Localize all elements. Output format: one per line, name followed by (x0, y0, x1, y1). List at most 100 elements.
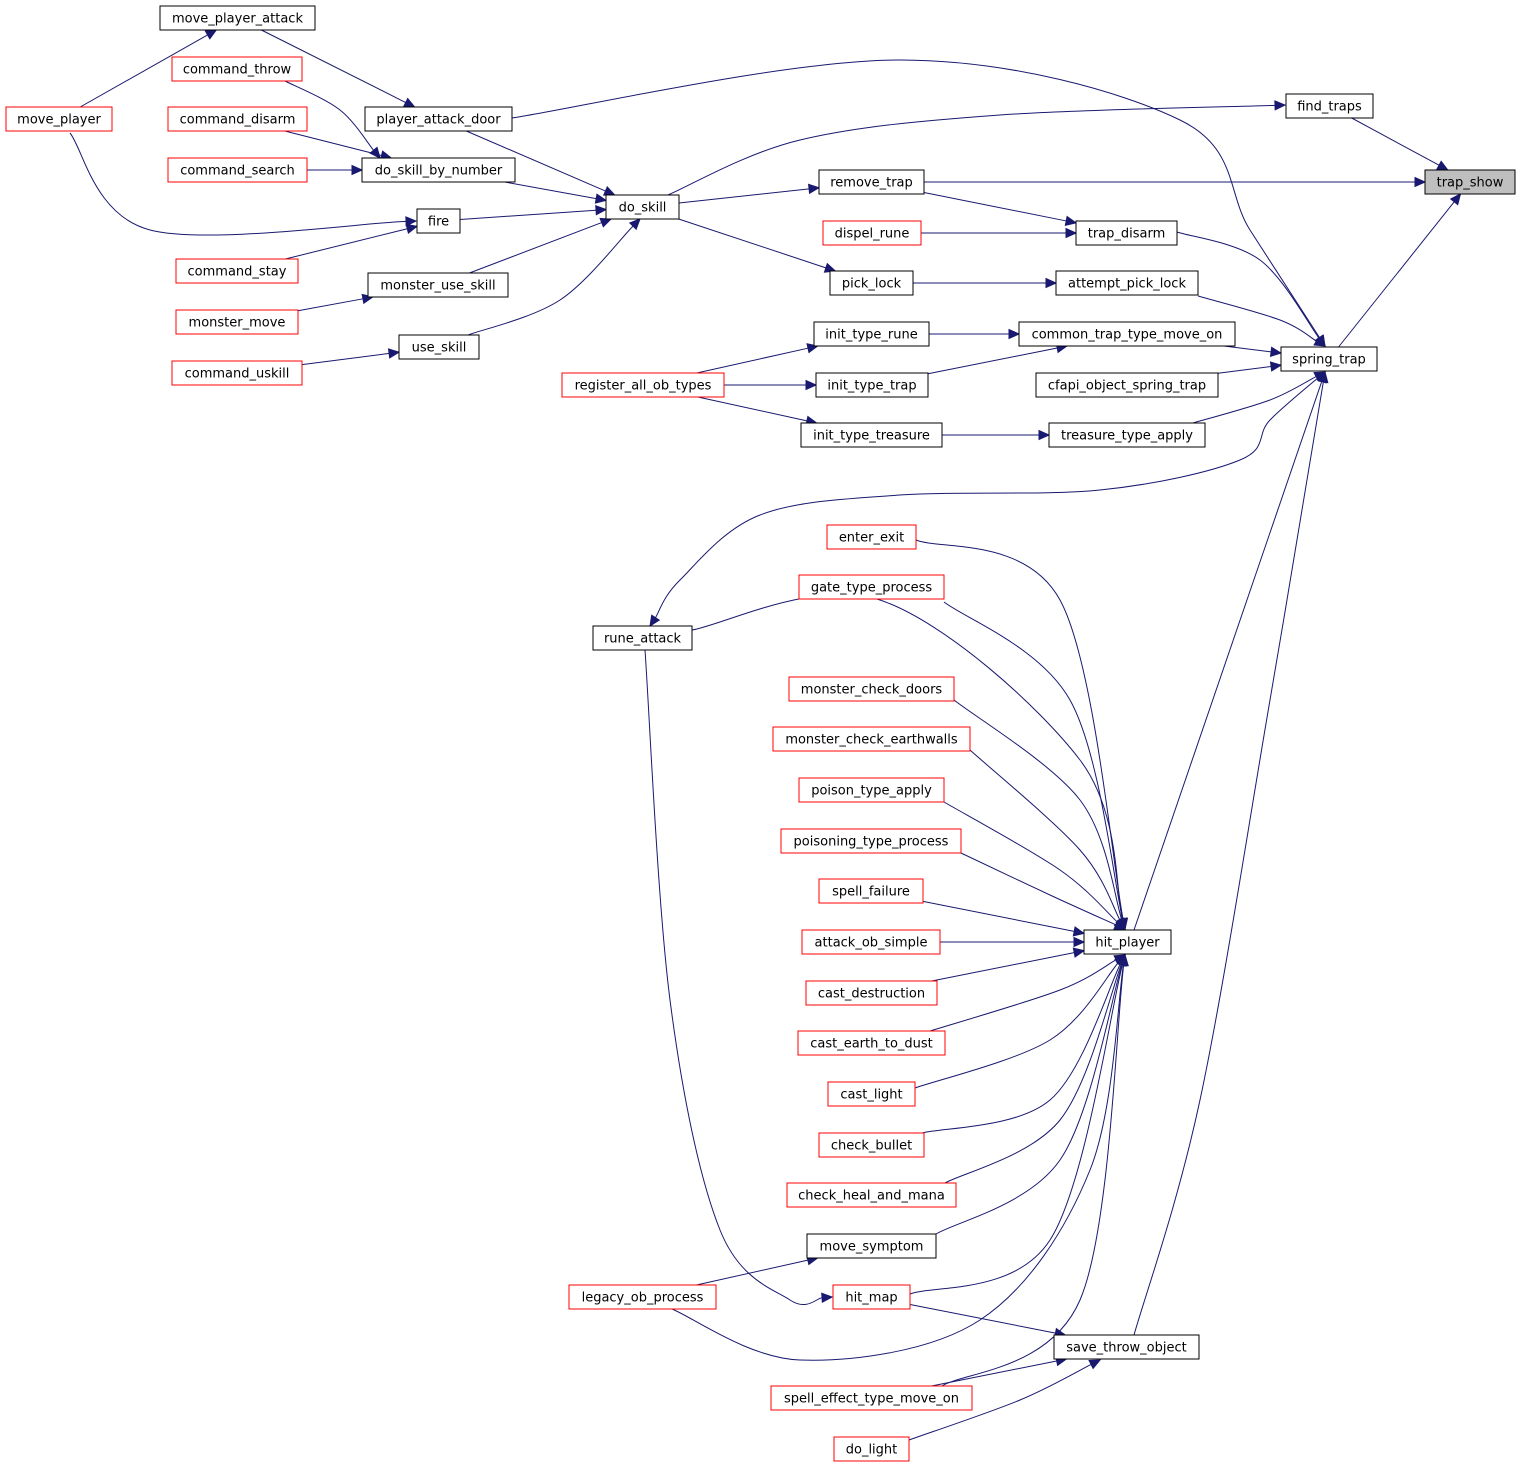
node-box[interactable] (561, 372, 725, 398)
node-move_player_attack[interactable]: move_player_attack (159, 5, 316, 31)
node-box[interactable] (568, 1284, 717, 1310)
node-move_player[interactable]: move_player (5, 106, 113, 132)
node-check_heal_and_mana[interactable]: check_heal_and_mana (786, 1182, 957, 1208)
node-find_traps[interactable]: find_traps (1285, 93, 1374, 119)
node-box[interactable] (1048, 422, 1206, 448)
node-box[interactable] (818, 169, 925, 195)
node-trap_disarm[interactable]: trap_disarm (1075, 220, 1178, 246)
node-monster_check_earthwalls[interactable]: monster_check_earthwalls (772, 726, 971, 752)
node-box[interactable] (786, 1182, 957, 1208)
node-spring_trap[interactable]: spring_trap (1280, 346, 1378, 372)
node-poisoning_type_process[interactable]: poisoning_type_process (780, 828, 962, 854)
node-box[interactable] (780, 828, 962, 854)
node-box[interactable] (826, 524, 917, 550)
node-box[interactable] (1018, 321, 1236, 347)
node-box[interactable] (605, 194, 680, 220)
node-monster_move[interactable]: monster_move (175, 309, 299, 335)
node-box[interactable] (818, 878, 924, 904)
node-box[interactable] (5, 106, 113, 132)
node-do_skill[interactable]: do_skill (605, 194, 680, 220)
node-save_throw_object[interactable]: save_throw_object (1053, 1334, 1200, 1360)
node-box[interactable] (813, 321, 930, 347)
node-box[interactable] (1035, 372, 1219, 398)
node-box[interactable] (1075, 220, 1178, 246)
node-init_type_rune[interactable]: init_type_rune (813, 321, 930, 347)
node-register_all_ob_types[interactable]: register_all_ob_types (561, 372, 725, 398)
node-box[interactable] (805, 980, 938, 1006)
node-attempt_pick_lock[interactable]: attempt_pick_lock (1055, 270, 1199, 296)
node-spell_failure[interactable]: spell_failure (818, 878, 924, 904)
node-command_uskill[interactable]: command_uskill (171, 360, 303, 386)
node-attack_ob_simple[interactable]: attack_ob_simple (801, 929, 941, 955)
node-poison_type_apply[interactable]: poison_type_apply (798, 777, 945, 803)
node-box[interactable] (815, 372, 929, 398)
node-box[interactable] (1083, 929, 1172, 955)
node-use_skill[interactable]: use_skill (398, 334, 480, 360)
node-box[interactable] (367, 272, 509, 298)
node-box[interactable] (364, 106, 513, 132)
node-box[interactable] (832, 1284, 911, 1310)
node-box[interactable] (818, 1132, 925, 1158)
node-init_type_trap[interactable]: init_type_trap (815, 372, 929, 398)
node-init_type_treasure[interactable]: init_type_treasure (800, 422, 943, 448)
node-box[interactable] (592, 625, 693, 651)
node-legacy_ob_process[interactable]: legacy_ob_process (568, 1284, 717, 1310)
node-treasure_type_apply[interactable]: treasure_type_apply (1048, 422, 1206, 448)
node-box[interactable] (159, 5, 316, 31)
node-box[interactable] (167, 106, 308, 132)
node-hit_map[interactable]: hit_map (832, 1284, 911, 1310)
node-box[interactable] (398, 334, 480, 360)
node-monster_use_skill[interactable]: monster_use_skill (367, 272, 509, 298)
node-enter_exit[interactable]: enter_exit (826, 524, 917, 550)
node-cast_earth_to_dust[interactable]: cast_earth_to_dust (797, 1030, 946, 1056)
node-box[interactable] (175, 309, 299, 335)
node-box[interactable] (1055, 270, 1199, 296)
node-box[interactable] (822, 220, 922, 246)
node-monster_check_doors[interactable]: monster_check_doors (788, 676, 955, 702)
node-box[interactable] (801, 929, 941, 955)
node-cast_destruction[interactable]: cast_destruction (805, 980, 938, 1006)
node-cfapi_object_spring_trap[interactable]: cfapi_object_spring_trap (1035, 372, 1219, 398)
node-fire[interactable]: fire (416, 208, 461, 234)
node-do_light[interactable]: do_light (833, 1436, 910, 1462)
node-command_stay[interactable]: command_stay (175, 258, 299, 284)
node-box[interactable] (772, 726, 971, 752)
node-box[interactable] (797, 1030, 946, 1056)
node-gate_type_process[interactable]: gate_type_process (798, 574, 945, 600)
node-box[interactable] (361, 157, 516, 183)
node-spell_effect_type_move_on[interactable]: spell_effect_type_move_on (770, 1385, 973, 1411)
node-box[interactable] (171, 360, 303, 386)
node-box[interactable] (1053, 1334, 1200, 1360)
node-rune_attack[interactable]: rune_attack (592, 625, 693, 651)
node-hit_player[interactable]: hit_player (1083, 929, 1172, 955)
node-common_trap_type_move_on[interactable]: common_trap_type_move_on (1018, 321, 1236, 347)
node-trap_show[interactable]: trap_show (1424, 169, 1516, 195)
node-box[interactable] (798, 574, 945, 600)
node-box[interactable] (770, 1385, 973, 1411)
node-player_attack_door[interactable]: player_attack_door (364, 106, 513, 132)
node-box[interactable] (1280, 346, 1378, 372)
node-cast_light[interactable]: cast_light (827, 1081, 916, 1107)
node-move_symptom[interactable]: move_symptom (806, 1233, 937, 1259)
node-box[interactable] (167, 157, 308, 183)
node-command_throw[interactable]: command_throw (171, 56, 303, 82)
node-box[interactable] (416, 208, 461, 234)
node-box[interactable] (829, 270, 914, 296)
node-command_disarm[interactable]: command_disarm (167, 106, 308, 132)
node-pick_lock[interactable]: pick_lock (829, 270, 914, 296)
node-box[interactable] (800, 422, 943, 448)
node-box[interactable] (171, 56, 303, 82)
node-command_search[interactable]: command_search (167, 157, 308, 183)
node-check_bullet[interactable]: check_bullet (818, 1132, 925, 1158)
node-box[interactable] (788, 676, 955, 702)
node-box[interactable] (833, 1436, 910, 1462)
node-box[interactable] (1285, 93, 1374, 119)
node-dispel_rune[interactable]: dispel_rune (822, 220, 922, 246)
node-remove_trap[interactable]: remove_trap (818, 169, 925, 195)
node-box[interactable] (175, 258, 299, 284)
node-box[interactable] (806, 1233, 937, 1259)
node-box[interactable] (798, 777, 945, 803)
node-box[interactable] (827, 1081, 916, 1107)
node-do_skill_by_number[interactable]: do_skill_by_number (361, 157, 516, 183)
node-box[interactable] (1424, 169, 1516, 195)
